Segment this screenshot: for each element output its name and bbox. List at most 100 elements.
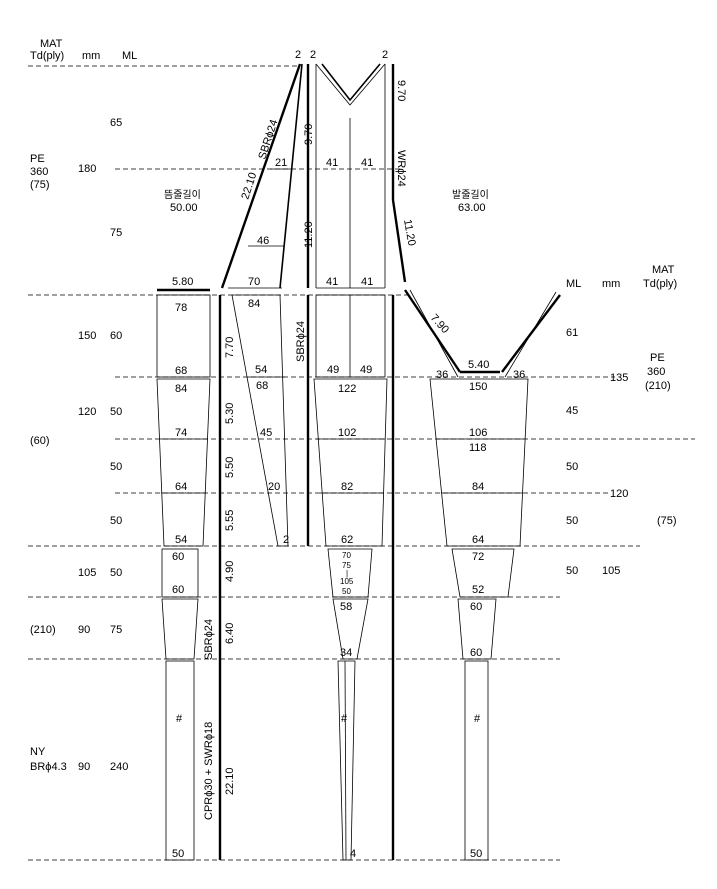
wing-length-580: 5.80 — [172, 276, 193, 288]
left-ply-210: (210) — [30, 624, 56, 636]
left-ml-50c: 50 — [110, 515, 122, 527]
float-line-label: 뜸줄길이 — [164, 188, 201, 201]
side-mesh-2: 2 — [283, 534, 289, 546]
wing-mesh-78: 78 — [175, 302, 187, 314]
corner-2b: 2 — [310, 49, 316, 61]
len-1120a: 11.20 — [303, 221, 315, 248]
wing-mesh-74: 74 — [175, 427, 187, 439]
bot-ny-mark: # — [474, 713, 481, 725]
sbr-low-label: SBRϕ24 — [203, 619, 215, 660]
bot-mesh-36a: 36 — [436, 369, 448, 381]
wing-mesh-68: 68 — [175, 365, 187, 377]
right-header-ml: ML — [566, 278, 581, 290]
right-header-mm: mm — [602, 278, 620, 290]
len-640: 6.40 — [224, 623, 236, 644]
bot-mesh-64: 64 — [472, 534, 484, 546]
wing-mesh-54: 54 — [175, 534, 187, 546]
bot-mesh-84: 84 — [472, 481, 484, 493]
left-mm-105: 105 — [78, 567, 96, 579]
side-mesh-54: 54 — [255, 364, 267, 376]
right-mm-105: 105 — [602, 565, 620, 577]
right-pe-ply: (210) — [645, 380, 671, 392]
top-mesh-70: 70 — [342, 551, 351, 560]
left-ply-60: (60) — [30, 435, 50, 447]
right-mm-135: 135 — [610, 372, 628, 384]
right-ml-50b: 50 — [566, 515, 578, 527]
corner-2c: 2 — [382, 49, 388, 61]
mesh-46: 46 — [257, 235, 269, 247]
bot-mesh-118: 118 — [469, 442, 487, 454]
len-530: 5.30 — [224, 403, 236, 424]
right-ml-50c: 50 — [566, 565, 578, 577]
mesh-41a: 41 — [326, 157, 338, 169]
top-mesh-122: 122 — [338, 383, 356, 395]
left-mm-150: 150 — [78, 330, 96, 342]
top-mesh-82: 82 — [341, 481, 353, 493]
left-wing-panel: 78 68 84 74 64 54 60 60 # 50 — [156, 294, 211, 861]
side-mesh-45: 45 — [260, 427, 272, 439]
side-panel: 84 54 68 45 20 2 7.70 5.30 5.50 5.55 4.9… — [203, 294, 307, 860]
left-ml-65: 65 — [110, 117, 122, 129]
float-line-value: 50.00 — [170, 202, 198, 214]
left-pe-mat: PE — [30, 153, 45, 165]
right-ml-61: 61 — [566, 327, 578, 339]
len-540: 5.40 — [468, 359, 489, 371]
left-ml-240: 240 — [110, 761, 128, 773]
right-pe-mat: PE — [650, 352, 665, 364]
bot-mesh-60b: 60 — [470, 647, 482, 659]
bot-mesh-36b: 36 — [513, 369, 525, 381]
left-ml-50d: 50 — [110, 567, 122, 579]
wing-mesh-64: 64 — [175, 481, 187, 493]
left-ml-50a: 50 — [110, 406, 122, 418]
mesh-70: 70 — [248, 276, 260, 288]
wing-ny-mark: # — [176, 713, 183, 725]
left-header-td: Td(ply) — [30, 50, 64, 62]
len-490: 4.90 — [224, 561, 236, 582]
wing-mesh-60b: 60 — [172, 584, 184, 596]
right-table: MAT Td(ply) mm ML 61 PE 360 (210) 135 45… — [566, 264, 677, 577]
bot-mesh-52: 52 — [472, 584, 484, 596]
bot-mesh-106: 106 — [469, 427, 487, 439]
left-header-mm: mm — [82, 50, 100, 62]
left-pe-td: 360 — [30, 166, 48, 178]
bot-mesh-72: 72 — [472, 551, 484, 563]
sbr-mid-label: SBRϕ24 — [295, 321, 307, 362]
right-ml-50a: 50 — [566, 461, 578, 473]
len-970a: 9.70 — [303, 124, 315, 145]
section-lines — [28, 65, 695, 861]
mesh-41b: 41 — [361, 157, 373, 169]
wr-top-label: WRϕ24 — [395, 150, 407, 187]
left-pe-ply: (75) — [30, 179, 50, 191]
right-ml-45: 45 — [566, 405, 578, 417]
bottom-panel: 7.90 5.40 36 36 150 106 118 84 64 72 52 … — [404, 289, 561, 861]
left-header-ml: ML — [122, 50, 137, 62]
len-555: 5.55 — [224, 510, 236, 531]
top-mesh-dash: | — [346, 569, 348, 578]
left-ml-50b: 50 — [110, 461, 122, 473]
foot-line-value: 63.00 — [458, 202, 486, 214]
top-ny-mark: # — [341, 713, 348, 725]
top-mesh-49a: 49 — [327, 364, 339, 376]
top-mesh-4: 4 — [350, 848, 356, 860]
bot-mesh-50: 50 — [470, 848, 482, 860]
bot-mesh-60a: 60 — [470, 601, 482, 613]
cpr-label: CPRϕ30 + SWRϕ18 — [203, 722, 215, 820]
mesh-21: 21 — [275, 157, 287, 169]
left-ml-60: 60 — [110, 330, 122, 342]
top-mesh-50: 50 — [342, 587, 351, 596]
side-mesh-84: 84 — [248, 298, 260, 310]
top-wing: 2 2 2 22.10 SBRϕ24 9.70 9.70 WRϕ24 11.20… — [157, 49, 489, 292]
left-ml-75b: 75 — [110, 624, 122, 636]
top-panel: 49 49 122 102 82 62 70 75 | 105 50 58 34… — [306, 294, 395, 861]
left-ny-td: BRϕ4.3 — [30, 761, 67, 773]
left-ny-mat: NY — [30, 746, 46, 758]
top-mesh-34: 34 — [340, 647, 352, 659]
foot-line-label: 발줄길이 — [452, 188, 489, 201]
left-ml-75: 75 — [110, 227, 122, 239]
left-mm-90a: 90 — [78, 624, 90, 636]
left-mm-120: 120 — [78, 406, 96, 418]
left-mm-90b: 90 — [78, 761, 90, 773]
right-pe-td: 360 — [647, 366, 665, 378]
left-table: MAT Td(ply) mm ML PE 360 (75) 180 65 75 … — [30, 38, 137, 773]
sbr-top-label: SBRϕ24 — [256, 118, 280, 161]
